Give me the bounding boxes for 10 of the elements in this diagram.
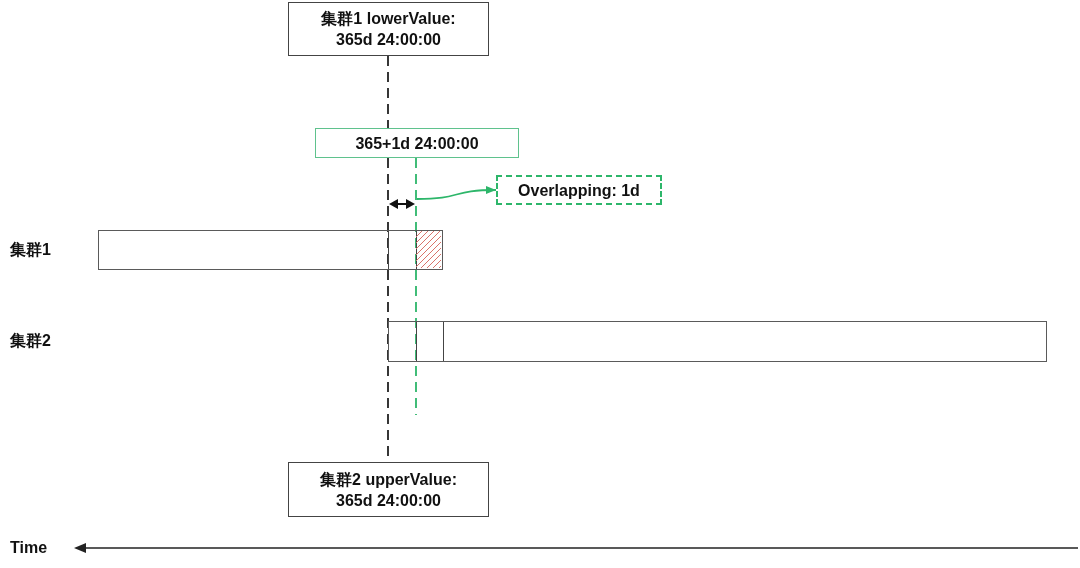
value-box: 集群2 upperValue: 365d 24:00:00 <box>288 462 489 517</box>
overlap-note-box: Overlapping: 1d <box>496 175 662 205</box>
row-label: 集群1 <box>10 240 51 260</box>
dashed-marker-line <box>415 157 417 416</box>
value-box: 集群1 lowerValue: 365d 24:00:00 <box>288 2 489 56</box>
row-label: 集群2 <box>10 331 51 351</box>
axis-label: Time <box>10 538 48 558</box>
leader-arrow <box>416 186 497 200</box>
dashed-marker-line <box>387 55 389 129</box>
timestamp-box: 365+1d 24:00:00 <box>315 128 519 158</box>
